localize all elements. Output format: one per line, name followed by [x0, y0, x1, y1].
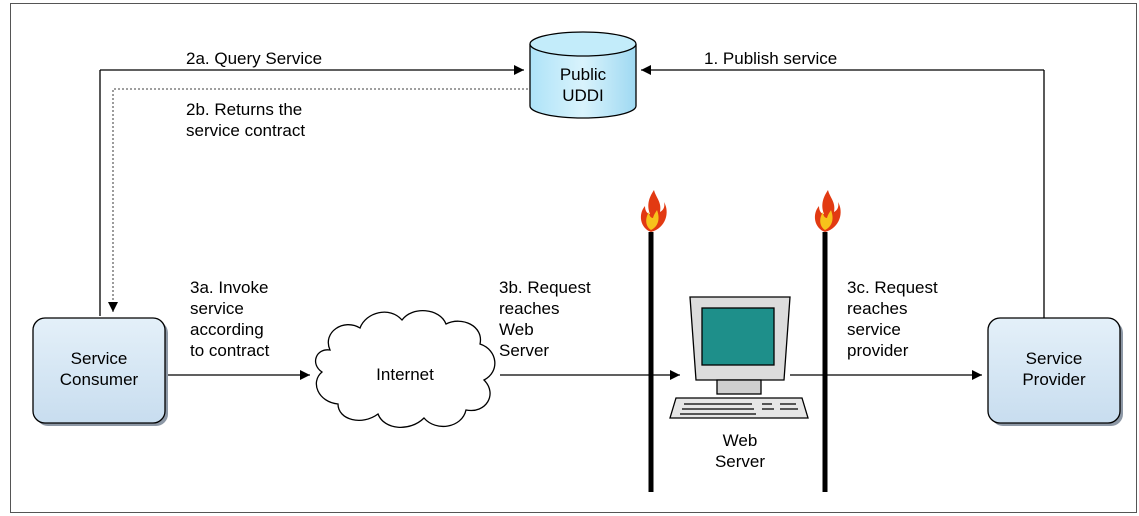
request-provider-label: 3c. Request reaches service provider	[847, 278, 938, 360]
firewall-flame-icon	[814, 190, 841, 232]
web-server-label: Web Server	[714, 431, 766, 471]
request-web-server-label: 3b. Request reaches Web Server	[499, 278, 591, 360]
invoke-service-label: 3a. Invoke service according to contract	[190, 278, 270, 360]
database-cylinder-icon	[529, 31, 637, 119]
service-provider-node	[987, 317, 1123, 426]
edge-query-service	[99, 65, 524, 316]
query-service-label: 2a. Query Service	[186, 49, 323, 68]
internet-label: Internet	[376, 365, 434, 384]
service-consumer-node	[32, 317, 168, 426]
publish-service-label: 1. Publish service	[704, 49, 838, 68]
computer-icon	[669, 296, 809, 419]
cloud-icon	[314, 310, 496, 428]
uddi-label: Public UDDI	[559, 65, 607, 105]
returns-contract-label: 2b. Returns the service contract	[186, 100, 306, 140]
firewall-flame-icon	[640, 190, 667, 232]
edge-publish-service	[641, 65, 1045, 318]
service-consumer-label: Service Consumer	[59, 349, 139, 389]
firewall-left	[640, 190, 667, 492]
edge-returns-contract	[108, 88, 528, 312]
firewall-right	[814, 190, 841, 492]
service-provider-label: Service Provider	[1022, 349, 1086, 389]
